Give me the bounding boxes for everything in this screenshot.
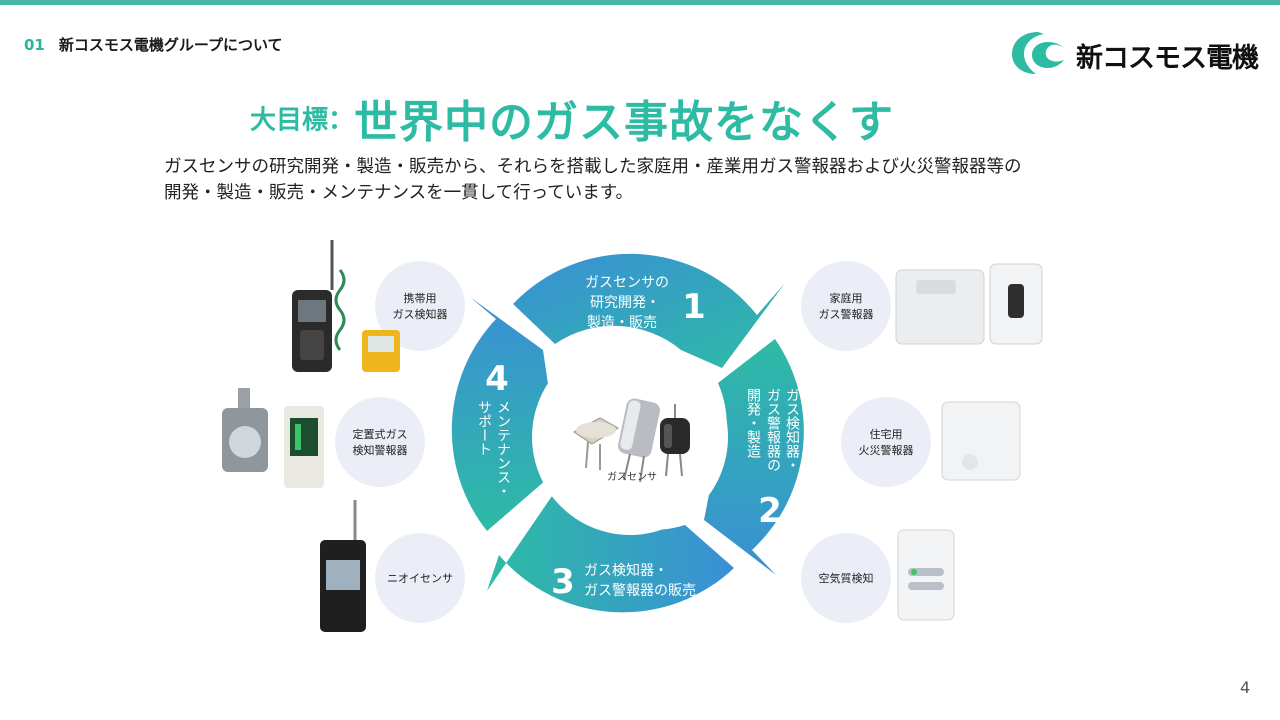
- product-bubble-fixed: [335, 397, 425, 487]
- product-bubble-air: [801, 533, 891, 623]
- gas-sensor-icon: [573, 398, 690, 483]
- cycle-segment-2: [704, 339, 804, 575]
- product-label: 携帯用: [404, 291, 437, 305]
- step-2-line: ガス警報器の: [765, 388, 781, 472]
- step-2-number: 2: [758, 491, 782, 531]
- fire-alarm-icon: [941, 401, 1021, 481]
- air-quality-icon: [897, 529, 955, 621]
- step-4-line: メンテナンス・: [495, 400, 511, 498]
- step-1-line: 研究開発・: [590, 295, 660, 311]
- home-gas-alarm-icon: [895, 263, 1043, 345]
- step-2-line: ガス検知器・: [784, 388, 800, 472]
- headline-main: 世界中のガス事故をなくす: [354, 97, 895, 148]
- step-3-line: ガス検知器・: [584, 562, 668, 579]
- cycle-segment-4: [451, 297, 549, 531]
- product-label: ガス検知器: [393, 307, 448, 321]
- cosmos-logo-icon: [1012, 32, 1064, 74]
- description: ガスセンサの研究開発・製造・販売から、それらを搭載した家庭用・産業用ガス警報器お…: [164, 154, 1184, 206]
- logo-text: 新コスモス電機: [1076, 43, 1259, 74]
- section-label: 01 新コスモス電機グループについて: [24, 34, 283, 55]
- product-label: ガス警報器: [819, 307, 874, 321]
- headline-prefix: 大目標：: [250, 105, 355, 136]
- product-bubble-home-gas: [801, 261, 891, 351]
- cycle-segment-3: [487, 496, 734, 613]
- product-label: 住宅用: [870, 427, 903, 441]
- fixed-detector-icon: [222, 388, 324, 488]
- product-label: 検知警報器: [353, 443, 408, 457]
- company-logo: 新コスモス電機: [1008, 28, 1259, 76]
- portable-detector-icon: [292, 240, 400, 372]
- product-label: 火災警報器: [859, 443, 914, 457]
- product-bubble-odor: [375, 533, 465, 623]
- description-line: 開発・製造・販売・メンテナンスを一貫して行っています。: [164, 183, 633, 203]
- step-1-line: 製造・販売: [587, 315, 657, 331]
- step-1-line: ガスセンサの: [585, 275, 669, 291]
- product-bubble-fire: [841, 397, 931, 487]
- product-label: 家庭用: [830, 291, 863, 305]
- section-title: 新コスモス電機グループについて: [58, 36, 283, 54]
- step-3-number: 3: [551, 562, 575, 602]
- top-accent-bar: [0, 0, 1280, 5]
- center-label: ガスセンサ: [607, 471, 657, 483]
- product-bubble-portable: [375, 261, 465, 351]
- step-4-line: サポート: [476, 400, 492, 456]
- step-3-line: ガス警報器の販売: [584, 583, 696, 599]
- description-line: ガスセンサの研究開発・製造・販売から、それらを搭載した家庭用・産業用ガス警報器お…: [164, 157, 1022, 177]
- product-label: ニオイセンサ: [387, 572, 453, 585]
- step-1-number: 1: [682, 287, 706, 327]
- step-2-line: 開発・製造: [745, 388, 761, 459]
- step-4-number: 4: [485, 359, 509, 399]
- odor-sensor-icon: [320, 500, 366, 632]
- cycle-segment-1: [513, 253, 785, 368]
- page-number: 4: [1240, 678, 1251, 697]
- section-number: 01: [24, 36, 45, 54]
- product-label: 定置式ガス: [353, 427, 408, 441]
- product-label: 空気質検知: [819, 571, 874, 585]
- page-headline: 大目標：世界中のガス事故をなくす: [250, 86, 1050, 148]
